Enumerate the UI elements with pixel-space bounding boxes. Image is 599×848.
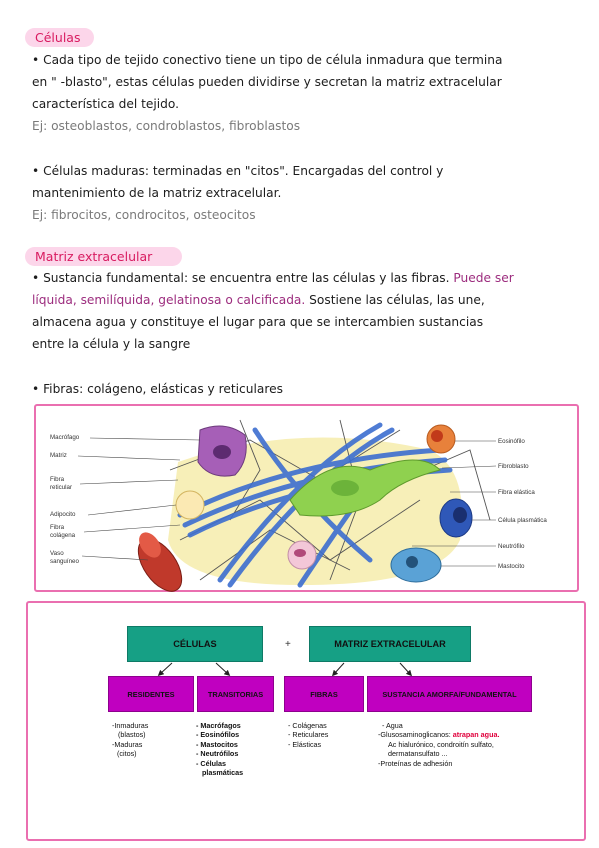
list-sustancia: - Agua -Glusosaminoglicanos: atrapan agu… — [378, 721, 499, 768]
list-item: -Inmaduras — [112, 721, 149, 730]
list-item: - Agua — [382, 721, 403, 730]
box-matriz-extracelular: MATRIZ EXTRACELULAR — [309, 626, 471, 662]
section-title-matriz: Matriz extracelular — [25, 247, 182, 266]
label-fibra-reticular: Fibra — [50, 476, 65, 483]
text-run: • Sustancia fundamental: se encuentra en… — [32, 271, 454, 285]
list-residentes: -Inmaduras (blastos) -Maduras (citos) — [112, 721, 148, 759]
paragraph-line: en " -blasto", estas células pueden divi… — [32, 75, 502, 89]
label-vaso-sanguineo-2: sanguíneo — [50, 558, 79, 565]
section-title-celulas: Células — [25, 28, 94, 47]
list-item: - Neutrófilos — [196, 749, 239, 759]
text-run: -Glusosaminoglicanos: — [378, 730, 453, 740]
box-transitorias: TRANSITORIAS — [197, 676, 274, 712]
paragraph-line: líquida, semilíquida, gelatinosa o calci… — [32, 292, 485, 308]
label-vaso-sanguineo: Vaso — [50, 550, 64, 557]
label-adipocito: Adipocito — [50, 511, 76, 518]
paragraph-line: entre la célula y la sangre — [32, 337, 191, 351]
list-item: plasmáticas — [202, 768, 244, 778]
paragraph-line: • Células maduras: terminadas en "citos"… — [32, 164, 444, 178]
paragraph-line: característica del tejido. — [32, 97, 179, 111]
text-run: Sostiene las células, las une, — [305, 293, 485, 307]
label-macrofago: Macrófago — [50, 434, 80, 441]
list-item: dermatansulfato ... — [388, 749, 448, 759]
plus-sign: + — [285, 639, 291, 650]
example-line: Ej: fibrocitos, condrocitos, osteocitos — [32, 208, 256, 222]
label-neutrofilo: Neutrófilo — [498, 543, 525, 550]
label-fibra-elastica: Fibra elástica — [498, 489, 535, 496]
list-item: - Elásticas — [288, 739, 322, 749]
list-item: - Eosinófilos — [196, 730, 240, 740]
paragraph-line: • Fibras: colágeno, elásticas y reticula… — [32, 382, 283, 396]
box-residentes: RESIDENTES — [108, 676, 194, 712]
list-item: Ac hialurónico, condroitín sulfato, — [388, 739, 494, 749]
list-item: (citos) — [117, 749, 137, 759]
label-fibra-colagena: Fibra — [50, 524, 65, 531]
list-item: -Proteínas de adhesión — [378, 758, 453, 768]
label-fibra-colagena-2: colágena — [50, 532, 76, 539]
paragraph-line: • Cada tipo de tejido conectivo tiene un… — [32, 53, 503, 67]
list-fibras: - Colágenas - Reticulares - Elásticas — [288, 721, 328, 749]
label-fibroblasto: Fibroblasto — [498, 463, 529, 470]
list-item: -Maduras — [112, 739, 143, 749]
label-matriz: Matriz — [50, 452, 67, 459]
list-item: - Macrófagos — [196, 721, 241, 730]
label-fibra-reticular-2: reticular — [50, 484, 73, 491]
list-item: - Reticulares — [288, 730, 329, 740]
highlight-run: líquida, semilíquida, gelatinosa o calci… — [32, 293, 306, 307]
label-mastocito: Mastocito — [498, 563, 525, 570]
list-transitorias: - Macrófagos - Eosinófilos - Mastocitos … — [196, 721, 243, 777]
highlight-run: Puede ser — [453, 271, 514, 285]
paragraph-line: mantenimiento de la matriz extracelular. — [32, 186, 282, 200]
box-fibras: FIBRAS — [284, 676, 364, 712]
highlight-run: atrapan agua. — [452, 730, 500, 740]
figure-frame — [34, 404, 579, 592]
paragraph-line: almacena agua y constituye el lugar para… — [32, 315, 484, 329]
label-eosinofilo: Eosinófilo — [498, 438, 525, 445]
box-celulas: CÉLULAS — [127, 626, 263, 662]
diagram-frame — [26, 601, 586, 841]
list-item: (blastos) — [118, 730, 146, 740]
box-sustancia-amorfa: SUSTANCIA AMORFA/FUNDAMENTAL — [367, 676, 532, 712]
list-item: - Células — [196, 758, 226, 768]
list-item: - Colágenas — [288, 721, 327, 730]
paragraph-line: • Sustancia fundamental: se encuentra en… — [32, 270, 514, 286]
example-line: Ej: osteoblastos, condroblastos, fibrobl… — [32, 119, 301, 133]
label-celula-plasmatica: Célula plasmática — [498, 517, 547, 524]
list-item: - Mastocitos — [196, 739, 238, 749]
list-item: -Glusosaminoglicanos: atrapan agua. — [378, 730, 499, 739]
